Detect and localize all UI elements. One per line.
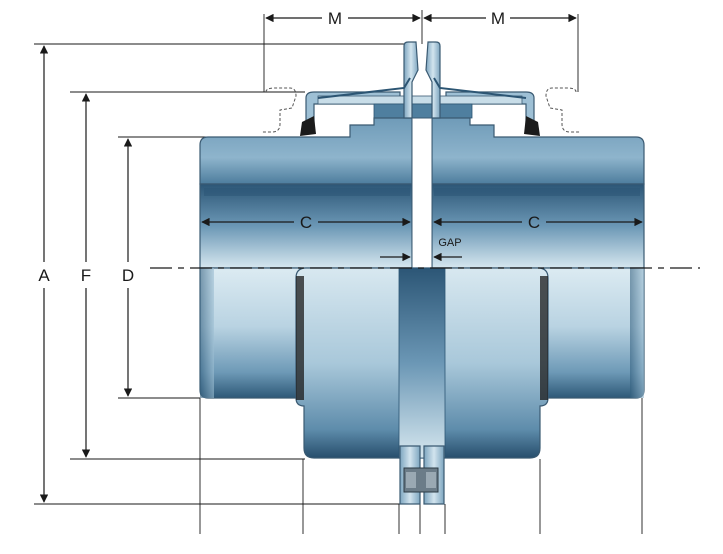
label-c-left: C (300, 213, 312, 232)
right-seal (524, 116, 540, 136)
label-f: F (81, 266, 91, 285)
dimension-labels: M M A F D C C GAP (30, 9, 540, 288)
label-gap: GAP (438, 237, 461, 249)
label-c-right: C (528, 213, 540, 232)
coupling-assembly (199, 41, 645, 505)
label-m-right: M (491, 9, 505, 28)
left-seal (300, 116, 316, 136)
dimension-lines (39, 13, 643, 503)
extension-lines (34, 10, 643, 534)
label-m-left: M (328, 9, 342, 28)
label-a: A (38, 266, 50, 285)
label-d: D (122, 266, 134, 285)
